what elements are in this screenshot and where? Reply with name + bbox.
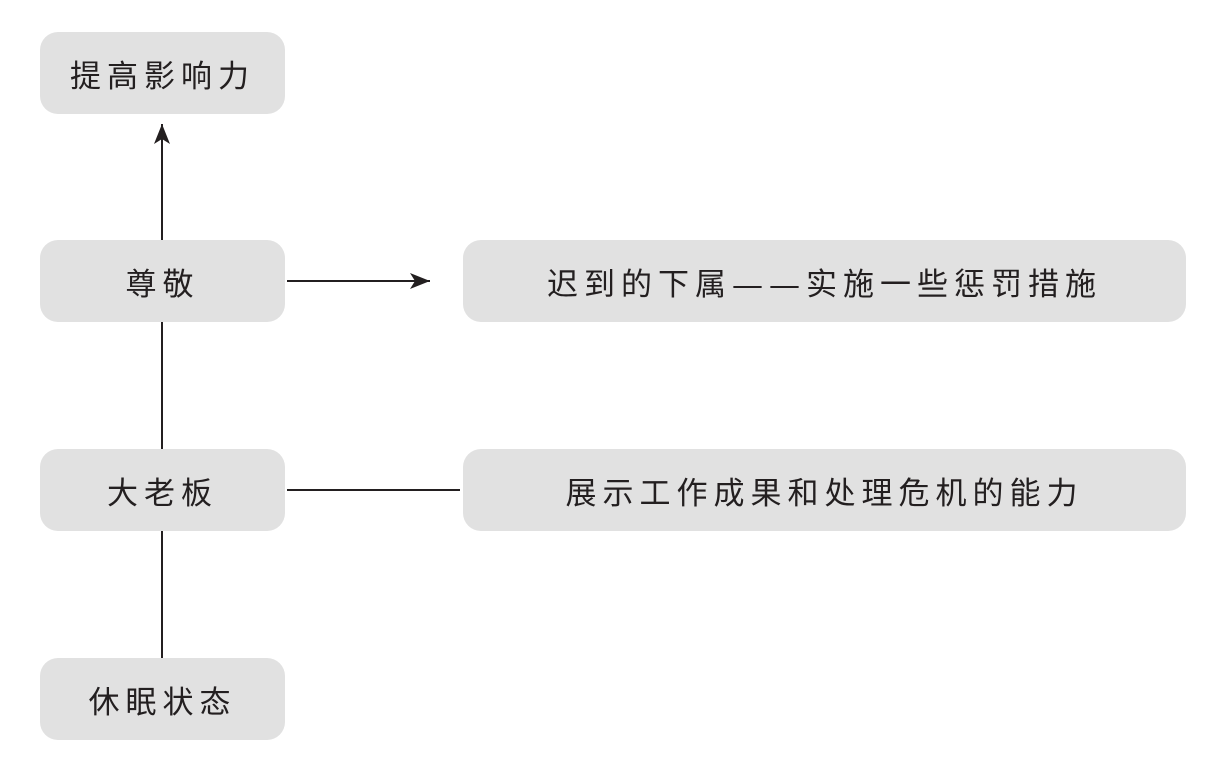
node-show-ability-label: 展示工作成果和处理危机的能力 xyxy=(565,475,1084,512)
node-boss-label: 大老板 xyxy=(107,475,218,512)
node-respect-label: 尊敬 xyxy=(125,266,200,303)
node-boss: 大老板 xyxy=(40,449,285,531)
node-show-ability: 展示工作成果和处理危机的能力 xyxy=(463,449,1186,531)
node-influence-label: 提高影响力 xyxy=(70,58,255,95)
node-late-subordinate-label: 迟到的下属——实施一些惩罚措施 xyxy=(547,266,1102,303)
node-sleep-label: 休眠状态 xyxy=(88,684,237,721)
node-respect: 尊敬 xyxy=(40,240,285,322)
node-sleep: 休眠状态 xyxy=(40,658,285,740)
node-influence: 提高影响力 xyxy=(40,32,285,114)
node-late-subordinate: 迟到的下属——实施一些惩罚措施 xyxy=(463,240,1186,322)
